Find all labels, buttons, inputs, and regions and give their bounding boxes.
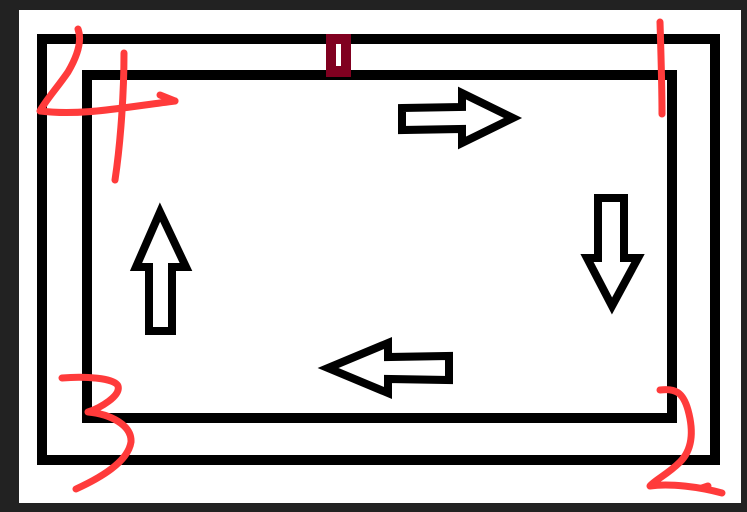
outer-rectangle — [37, 34, 720, 465]
inner-rectangle — [82, 70, 677, 423]
arrow-left-icon — [317, 337, 453, 399]
annotation-1 — [656, 18, 666, 118]
annotation-2 — [646, 386, 726, 497]
arrow-right-icon — [398, 86, 523, 150]
annotation-3 — [58, 373, 135, 493]
arrow-up-icon — [129, 202, 193, 335]
arrow-down-icon — [580, 194, 645, 315]
annotation-4 — [36, 25, 179, 184]
marker-block — [326, 34, 351, 77]
